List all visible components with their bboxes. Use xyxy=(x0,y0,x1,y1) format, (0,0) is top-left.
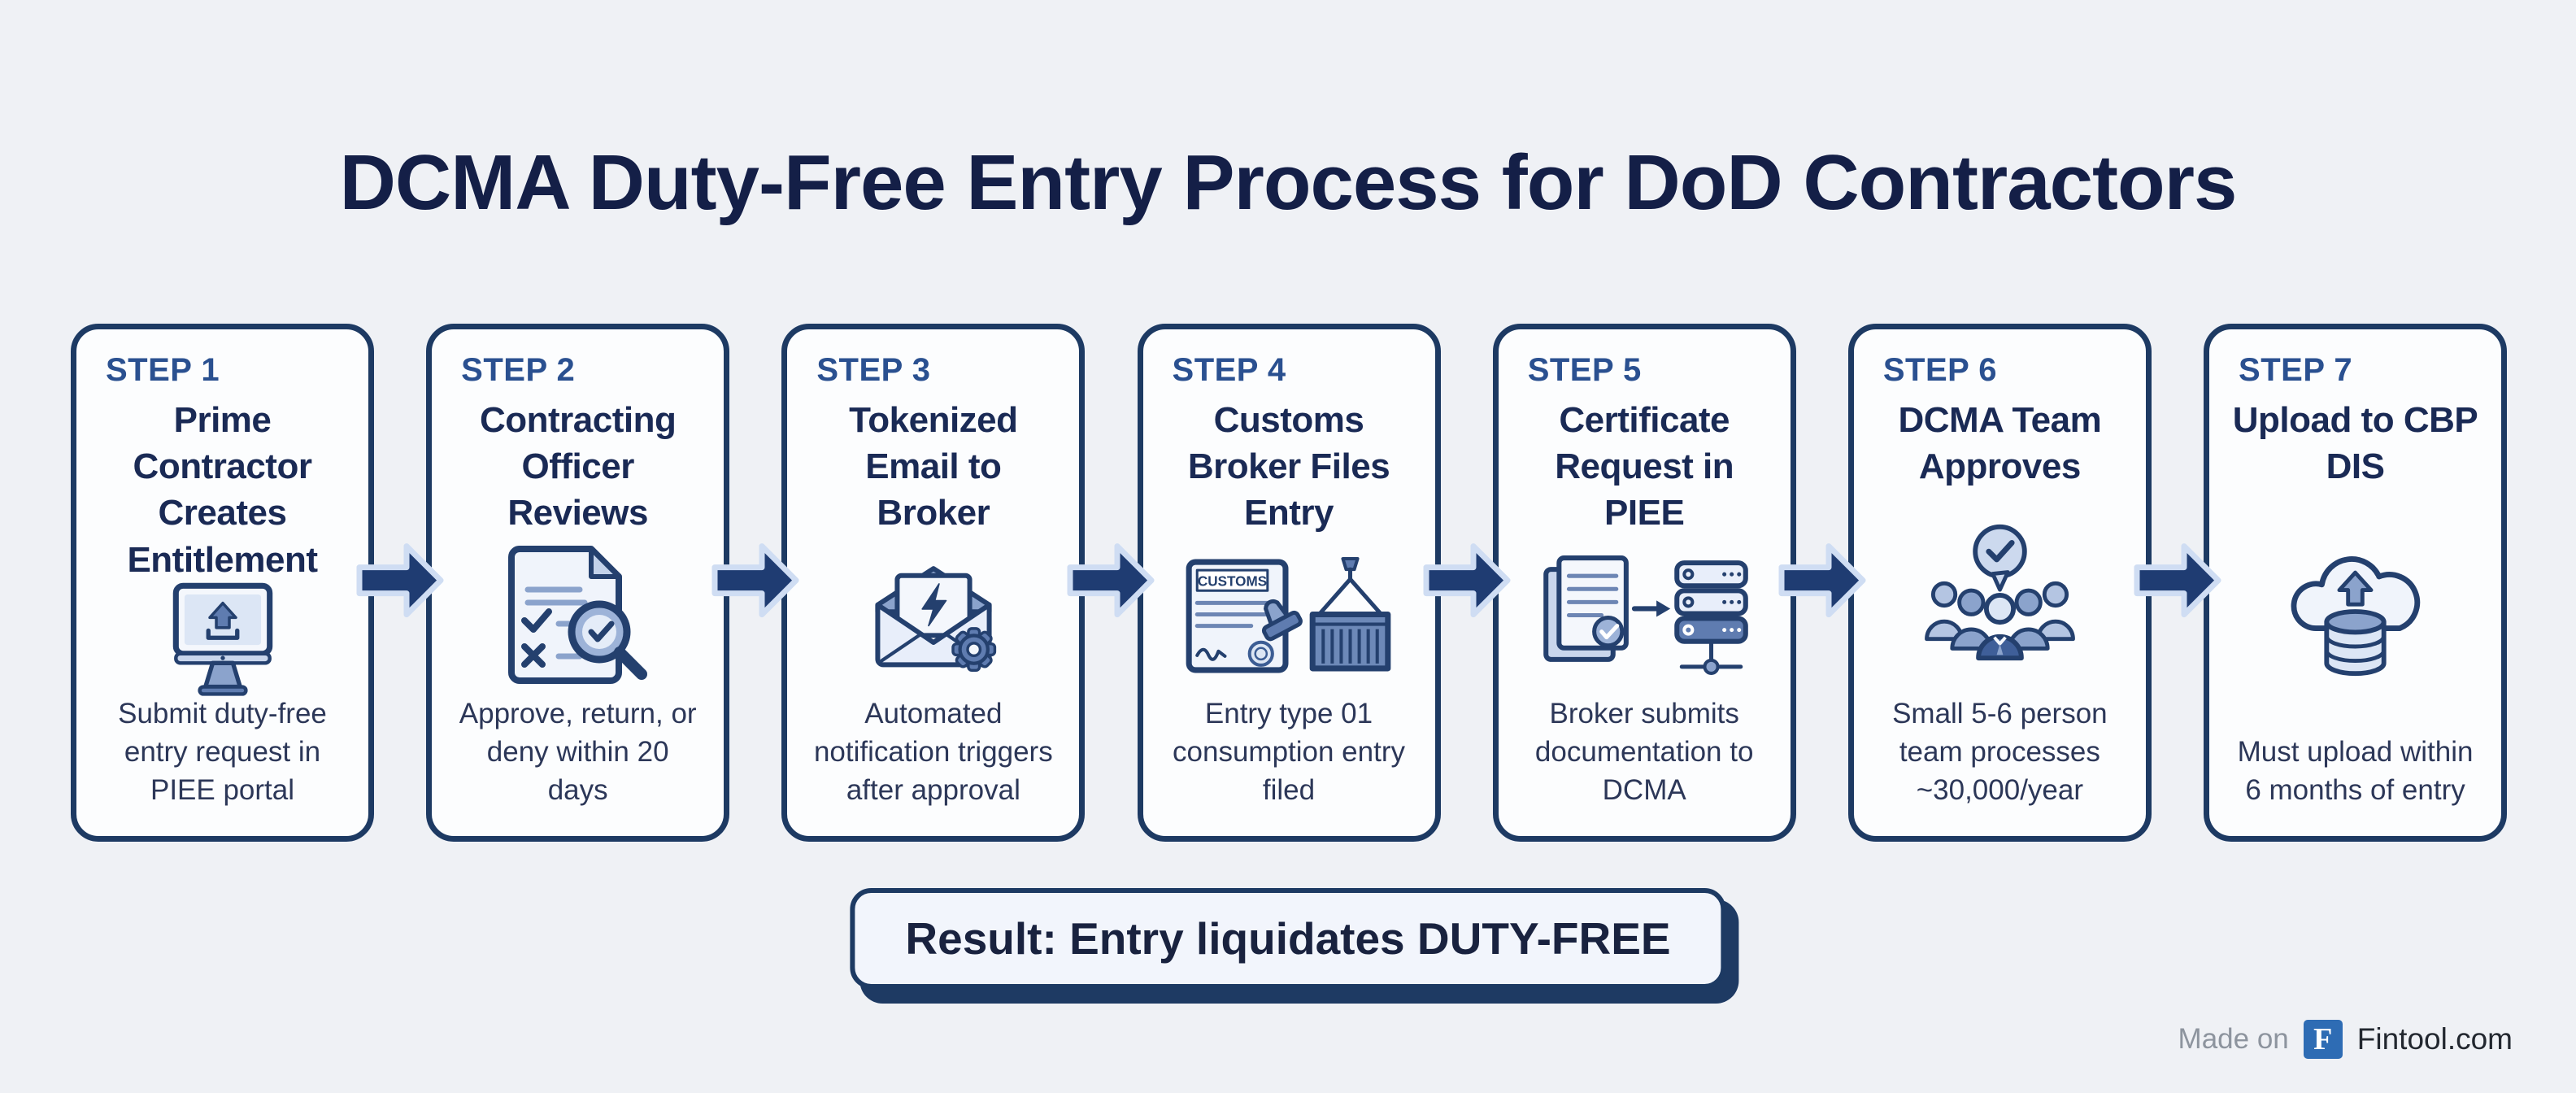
fintool-logo-icon: F xyxy=(2303,1020,2343,1059)
step-description: Must upload within 6 months of entry xyxy=(2237,736,2474,807)
step-title: DCMA Team Approves xyxy=(1898,400,2102,487)
step-card-2: STEP 2 Contracting Officer Reviews Appro… xyxy=(426,324,730,842)
step-icon-area xyxy=(1520,537,1769,696)
step-title: Contracting Officer Reviews xyxy=(479,400,677,533)
step-card-7: STEP 7 Upload to CBP DIS Must upload wit… xyxy=(2204,324,2508,842)
step-description: Submit duty-free entry request in PIEE p… xyxy=(118,698,327,807)
step-label: STEP 3 xyxy=(816,352,931,388)
flow-connector xyxy=(2134,324,2221,842)
customs-doc-label: CUSTOMS xyxy=(1198,574,1267,590)
step-label: STEP 1 xyxy=(106,352,220,388)
arrow-right-icon xyxy=(356,542,444,617)
document-review-icon xyxy=(507,546,647,685)
team-approval-icon xyxy=(1924,524,2075,660)
step-label: STEP 4 xyxy=(1172,352,1286,388)
step-card-1: STEP 1 Prime Contractor Creates Entitlem… xyxy=(71,324,374,842)
step-title: Tokenized Email to Broker xyxy=(849,400,1018,533)
page-title: DCMA Duty-Free Entry Process for DoD Con… xyxy=(339,139,2238,226)
arrow-right-icon xyxy=(1423,542,1511,617)
flow-connector xyxy=(711,324,799,842)
arrow-right-icon xyxy=(2134,542,2221,617)
step-description: Automated notification triggers after ap… xyxy=(813,698,1053,807)
flow-connector xyxy=(356,324,444,842)
result-banner: Result: Entry liquidates DUTY-FREE xyxy=(850,888,1726,989)
brand-name: Fintool.com xyxy=(2356,1022,2513,1056)
cloud-upload-database-icon xyxy=(2291,556,2421,677)
arrow-right-icon xyxy=(1067,542,1155,617)
step-card-6: STEP 6 DCMA Team Approves Small 5 xyxy=(1847,324,2152,842)
step-card-3: STEP 3 Tokenized Email to Broker Automa xyxy=(781,324,1086,842)
step-card-4: STEP 4 Customs Broker Files Entry CUSTOM… xyxy=(1137,324,1441,842)
email-automation-icon xyxy=(875,566,996,673)
step-description: Small 5-6 person team processes ~30,000/… xyxy=(1892,698,2108,807)
step-title: Customs Broker Files Entry xyxy=(1187,400,1390,533)
step-label: STEP 2 xyxy=(461,352,576,388)
step-label: STEP 5 xyxy=(1527,352,1642,388)
process-flow: STEP 1 Prime Contractor Creates Entitlem… xyxy=(71,324,2508,842)
step-icon-area xyxy=(1875,490,2125,695)
watermark: Made on F Fintool.com xyxy=(2178,1020,2513,1059)
made-on-label: Made on xyxy=(2178,1023,2289,1055)
step-description: Approve, return, or deny within 20 days xyxy=(459,698,697,807)
flow-connector xyxy=(1778,324,1866,842)
step-icon-area xyxy=(98,582,347,696)
step-label: STEP 6 xyxy=(1882,352,1997,388)
step-description: Entry type 01 consumption entry filed xyxy=(1173,698,1405,807)
step-icon-area xyxy=(2230,490,2480,734)
arrow-right-icon xyxy=(711,542,799,617)
step-description: Broker submits documentation to DCMA xyxy=(1534,698,1754,807)
step-title: Upload to CBP DIS xyxy=(2232,400,2478,487)
step-card-5: STEP 5 Certificate Request in PIEE xyxy=(1492,324,1796,842)
step-icon-area xyxy=(808,537,1058,696)
step-icon-area xyxy=(453,537,703,696)
step-title: Certificate Request in PIEE xyxy=(1555,400,1734,533)
step-label: STEP 7 xyxy=(2239,352,2353,388)
monitor-upload-icon xyxy=(172,582,272,696)
step-icon-area: CUSTOMS xyxy=(1164,537,1414,696)
flow-connector xyxy=(1067,324,1155,842)
documents-to-server-icon xyxy=(1543,555,1748,676)
arrow-right-icon xyxy=(1778,542,1866,617)
flow-connector xyxy=(1423,324,1511,842)
step-title: Prime Contractor Creates Entitlement xyxy=(127,400,318,580)
customs-container-icon: CUSTOMS xyxy=(1186,557,1391,673)
